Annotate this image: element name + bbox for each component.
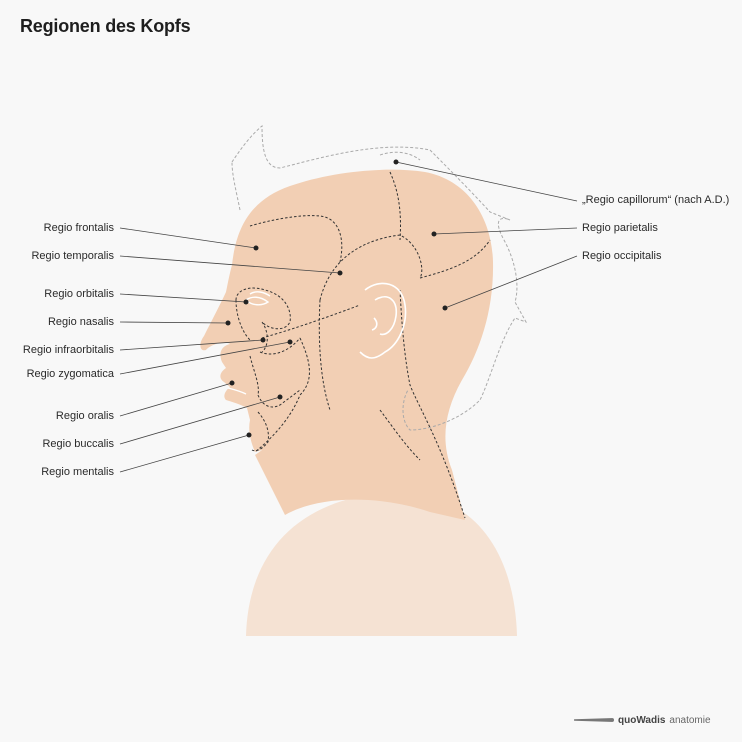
label-regio-zygomatica: Regio zygomatica xyxy=(26,368,114,380)
label-regio-occipitalis: Regio occipitalis xyxy=(582,250,662,262)
marker-orbitalis xyxy=(243,299,249,305)
scalpel-icon xyxy=(574,718,614,722)
ear xyxy=(359,282,407,359)
label-regio-parietalis: Regio parietalis xyxy=(582,222,658,234)
label-regio-capillorum: „Regio capillorum“ (nach A.D.) xyxy=(582,194,730,206)
face-features xyxy=(227,291,271,395)
region-markers xyxy=(225,159,448,438)
shoulders xyxy=(246,491,517,636)
hair-outline xyxy=(231,124,528,431)
label-regio-frontalis: Regio frontalis xyxy=(43,222,114,234)
marker-frontalis xyxy=(253,245,259,251)
marker-zygomatica xyxy=(287,339,293,345)
logo-brand: quoWadis xyxy=(618,714,666,726)
label-regio-temporalis: Regio temporalis xyxy=(31,250,114,262)
marker-parietalis xyxy=(431,231,437,237)
marker-temporalis xyxy=(337,270,343,276)
hair-tip xyxy=(231,151,421,211)
leader-lines xyxy=(119,161,578,473)
marker-infraorbitalis xyxy=(260,337,266,343)
marker-oralis xyxy=(229,380,235,386)
marker-occipitalis xyxy=(442,305,448,311)
label-regio-nasalis: Regio nasalis xyxy=(47,316,114,328)
label-regio-mentalis: Regio mentalis xyxy=(41,466,114,478)
logo-name: anatomie xyxy=(669,714,711,726)
brand-logo: quoWadis anatomie xyxy=(574,712,711,728)
label-regio-buccalis: Regio buccalis xyxy=(42,438,114,450)
label-regio-orbitalis: Regio orbitalis xyxy=(44,288,114,300)
marker-mentalis xyxy=(246,432,252,438)
marker-buccalis xyxy=(277,394,283,400)
marker-nasalis xyxy=(225,320,231,326)
region-boundaries xyxy=(235,171,491,519)
page-title: Regionen des Kopfs xyxy=(20,16,191,36)
marker-capillorum xyxy=(393,159,399,165)
label-regio-oralis: Regio oralis xyxy=(55,410,114,422)
label-regio-infraorbitalis: Regio infraorbitalis xyxy=(22,344,114,356)
